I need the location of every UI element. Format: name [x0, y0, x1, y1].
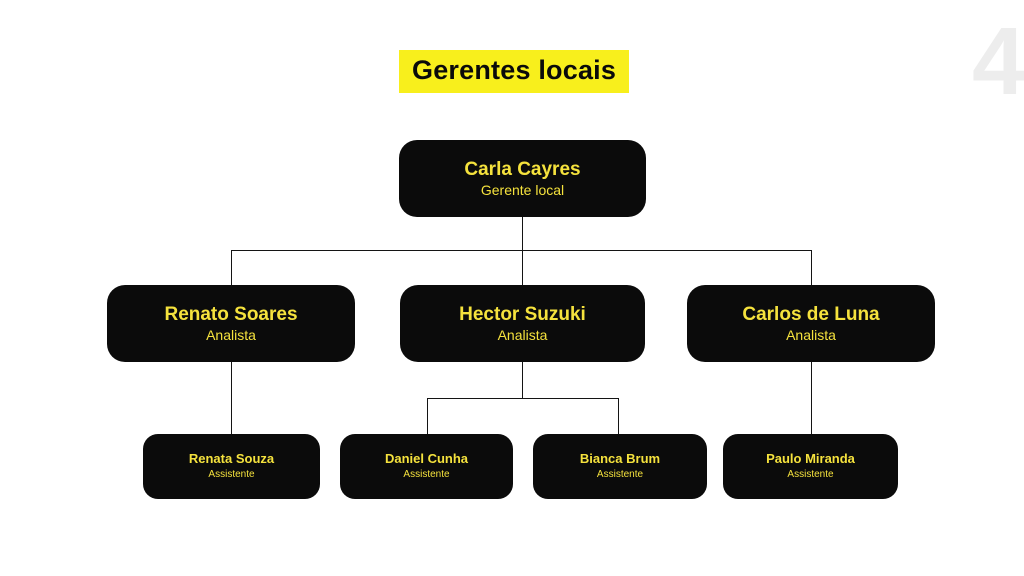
org-node-name: Carlos de Luna — [742, 303, 880, 325]
org-node-name: Paulo Miranda — [766, 451, 855, 467]
slide-title-text: Gerentes locais — [399, 50, 630, 93]
org-node-renato-soares: Renato Soares Analista — [107, 285, 355, 362]
connector-drop-manager-3 — [811, 250, 812, 285]
connector-hector-stem — [522, 362, 523, 398]
org-node-name: Renato Soares — [164, 303, 298, 325]
org-node-name: Carla Cayres — [464, 158, 581, 180]
connector-managers-bus — [231, 250, 812, 251]
org-node-paulo-miranda: Paulo Miranda Assistente — [723, 434, 898, 499]
org-node-role: Analista — [206, 327, 256, 344]
connector-drop-daniel — [427, 398, 428, 434]
org-node-name: Bianca Brum — [579, 451, 661, 467]
org-node-role: Assistente — [596, 468, 644, 480]
org-node-carla-cayres: Carla Cayres Gerente local — [399, 140, 646, 217]
org-node-daniel-cunha: Daniel Cunha Assistente — [340, 434, 513, 499]
org-node-role: Assistente — [208, 468, 255, 480]
org-node-bianca-brum: Bianca Brum Assistente — [533, 434, 707, 499]
org-node-name: Renata Souza — [188, 451, 275, 467]
org-node-carlos-de-luna: Carlos de Luna Analista — [687, 285, 935, 362]
connector-carlos-paulo — [811, 362, 812, 434]
org-node-role: Gerente local — [480, 182, 565, 199]
connector-drop-bianca — [618, 398, 619, 434]
org-node-role: Analista — [786, 327, 836, 344]
org-node-renata-souza: Renata Souza Assistente — [143, 434, 320, 499]
connector-drop-manager-2 — [522, 250, 523, 285]
org-node-name: Daniel Cunha — [384, 451, 469, 467]
page-number: 4 — [972, 8, 1024, 115]
org-node-role: Analista — [497, 327, 548, 344]
org-node-role: Assistente — [787, 468, 834, 480]
connector-renato-renata — [231, 362, 232, 434]
slide-title: Gerentes locais — [399, 50, 630, 93]
org-node-name: Hector Suzuki — [459, 303, 586, 325]
connector-drop-manager-1 — [231, 250, 232, 285]
connector-hector-bus — [427, 398, 619, 399]
org-node-hector-suzuki: Hector Suzuki Analista — [400, 285, 645, 362]
org-node-role: Assistente — [403, 468, 450, 480]
connector-root-stem — [522, 217, 523, 250]
